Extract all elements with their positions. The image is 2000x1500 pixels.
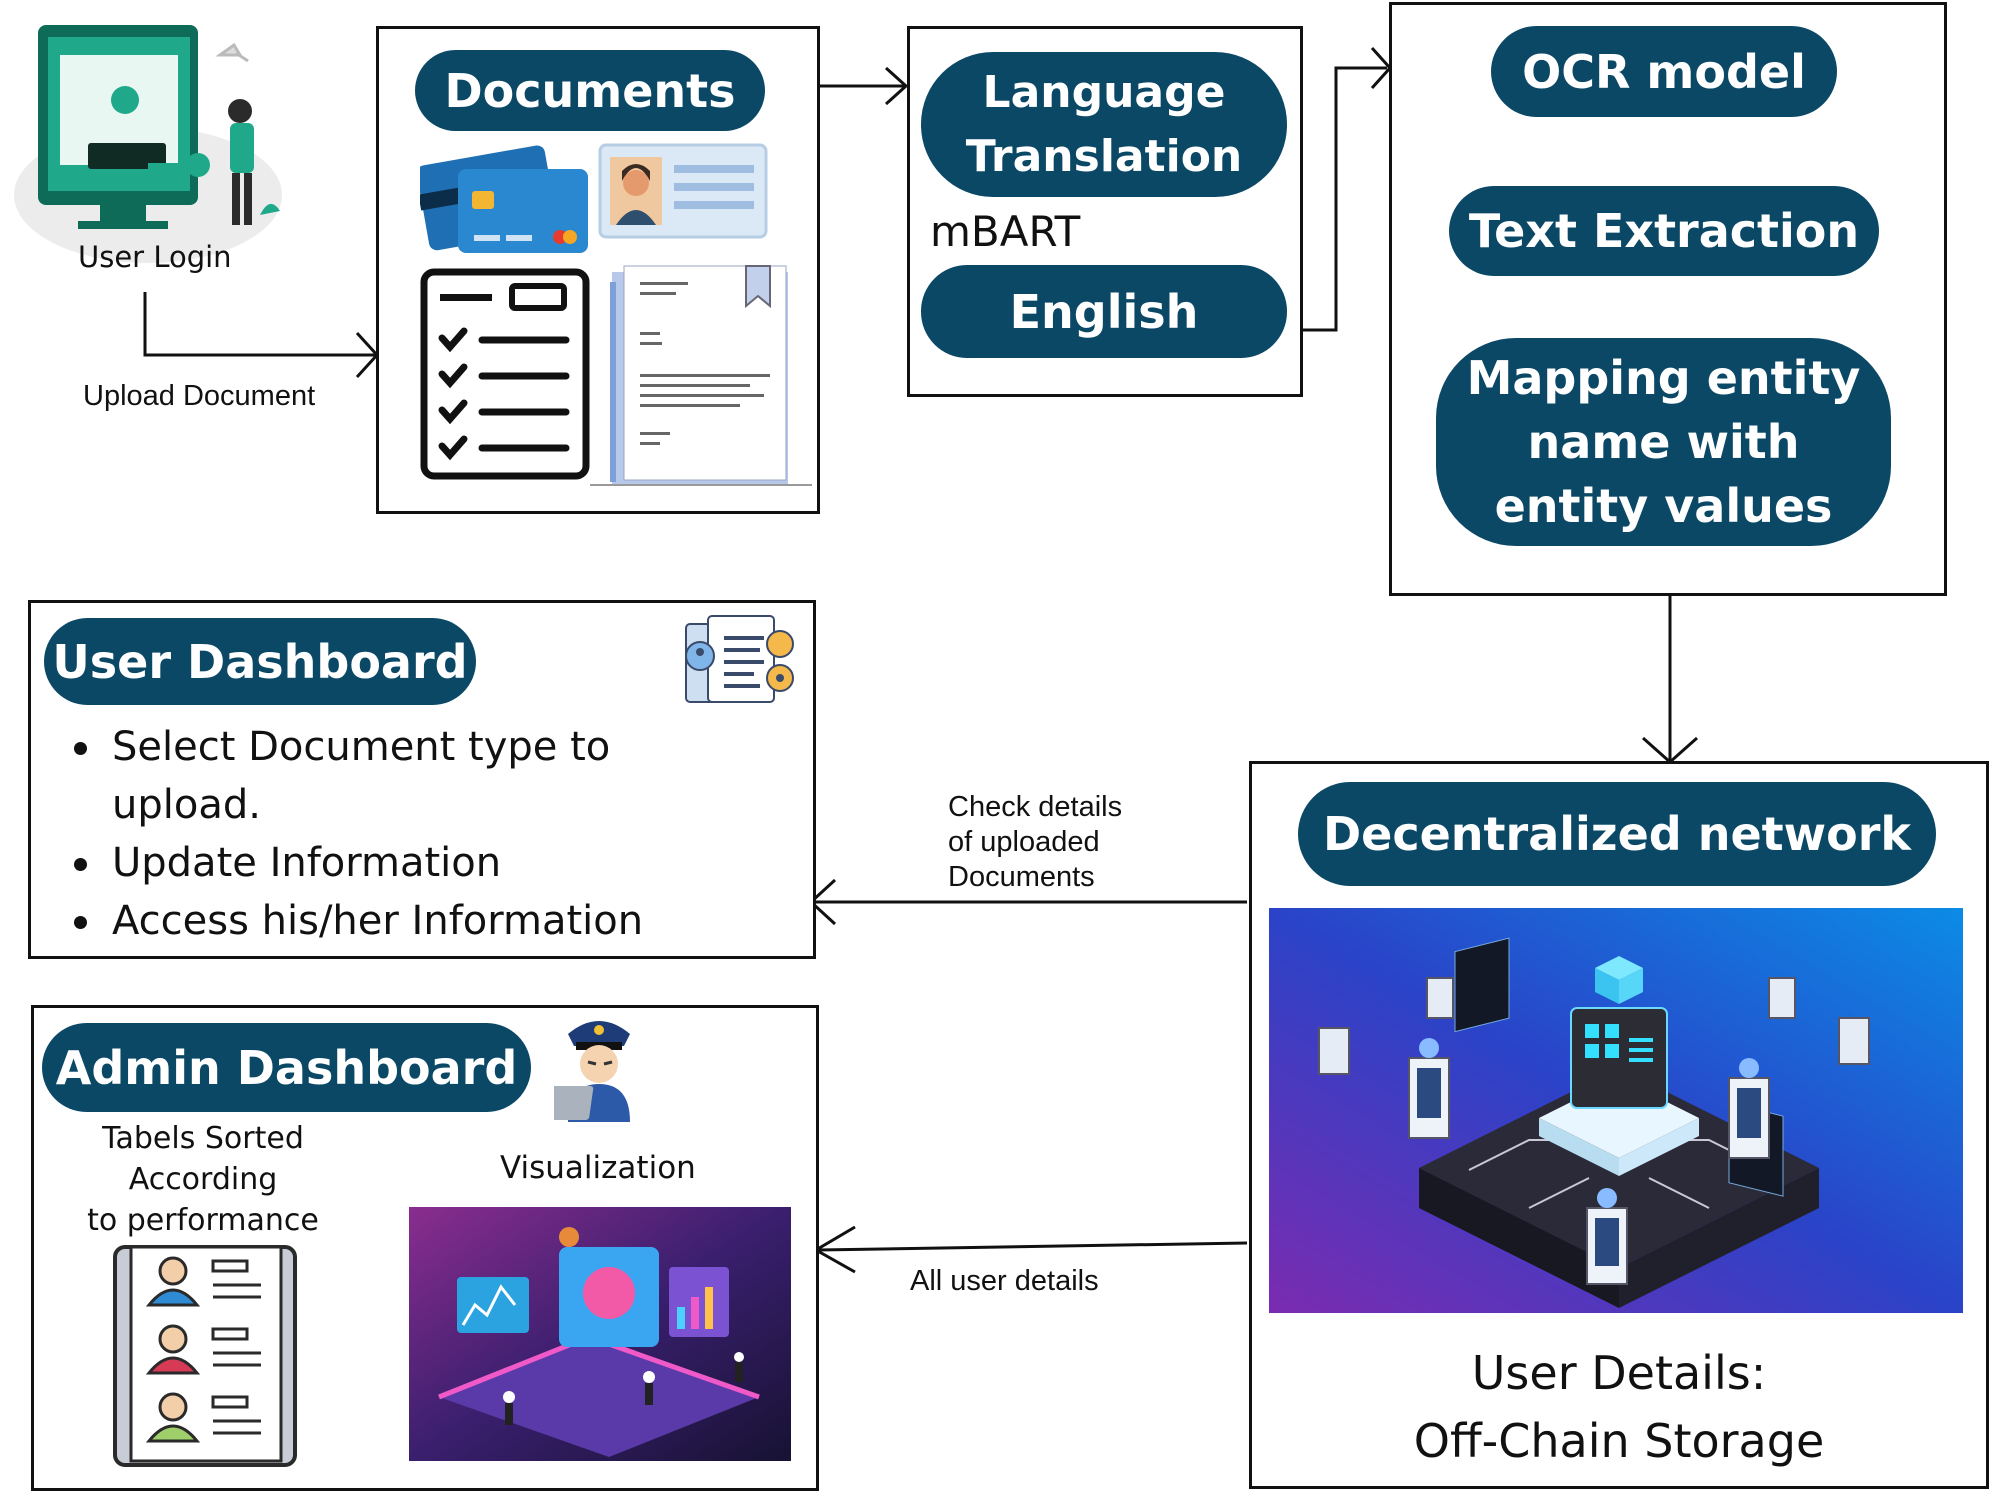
arrowhead-translation (884, 66, 909, 106)
tables-line2: According (128, 1162, 278, 1197)
visualization-illustration (409, 1207, 791, 1461)
check-details-line2: of uploaded (948, 826, 1100, 858)
mbart-label: mBART (930, 207, 1081, 256)
police-officer-icon (554, 1021, 630, 1122)
arrow-login-to-documents (143, 292, 375, 357)
ocr-model-title: OCR model (1491, 26, 1837, 117)
list-item: Access his/her Information (66, 892, 706, 950)
check-details-label: Check details of uploaded Documents (948, 790, 1122, 895)
id-card-icon (598, 143, 768, 239)
secure-document-icon (685, 615, 794, 703)
arrow-network-to-admin (817, 1241, 1248, 1252)
language-translation-title: Language Translation (921, 52, 1287, 197)
arrow-english-to-ocr (1300, 66, 1387, 332)
list-item: Update Information (66, 834, 706, 892)
tables-sorted-label: Tabels Sorted According to performance (78, 1118, 328, 1241)
tables-line1: Tabels Sorted (102, 1121, 304, 1156)
user-login-caption: User Login (78, 240, 232, 274)
credit-card-icon (420, 145, 588, 253)
decentralized-network-title: Decentralized network (1298, 782, 1936, 886)
user-details-line2: Off-Chain Storage (1413, 1414, 1825, 1468)
checklist-icon (420, 268, 590, 480)
admin-dashboard-title: Admin Dashboard (42, 1023, 531, 1112)
document-page-icon (590, 265, 812, 486)
user-dashboard-title: User Dashboard (44, 618, 476, 705)
list-item: Select Document type to upload. (66, 718, 706, 834)
all-user-details-label: All user details (910, 1265, 1099, 1297)
upload-document-label: Upload Document (83, 380, 316, 412)
visualization-label: Visualization (500, 1150, 696, 1186)
blockchain-network-illustration (1269, 908, 1963, 1313)
ranked-users-table-icon (113, 1245, 297, 1467)
user-login-illustration: User Login (8, 15, 290, 285)
check-details-line3: Documents (948, 861, 1095, 893)
documents-title: Documents (415, 50, 765, 131)
tables-line3: to performance (87, 1203, 319, 1238)
check-details-line1: Check details (948, 791, 1123, 823)
mapping-entity-pill: Mapping entity name with entity values (1436, 338, 1891, 546)
text-extraction-pill: Text Extraction (1449, 186, 1879, 276)
english-pill: English (921, 265, 1287, 358)
user-details-line1: User Details: (1471, 1346, 1767, 1400)
login-screen-icon (14, 25, 282, 263)
user-dashboard-list: Select Document type to upload. Update I… (58, 718, 706, 950)
